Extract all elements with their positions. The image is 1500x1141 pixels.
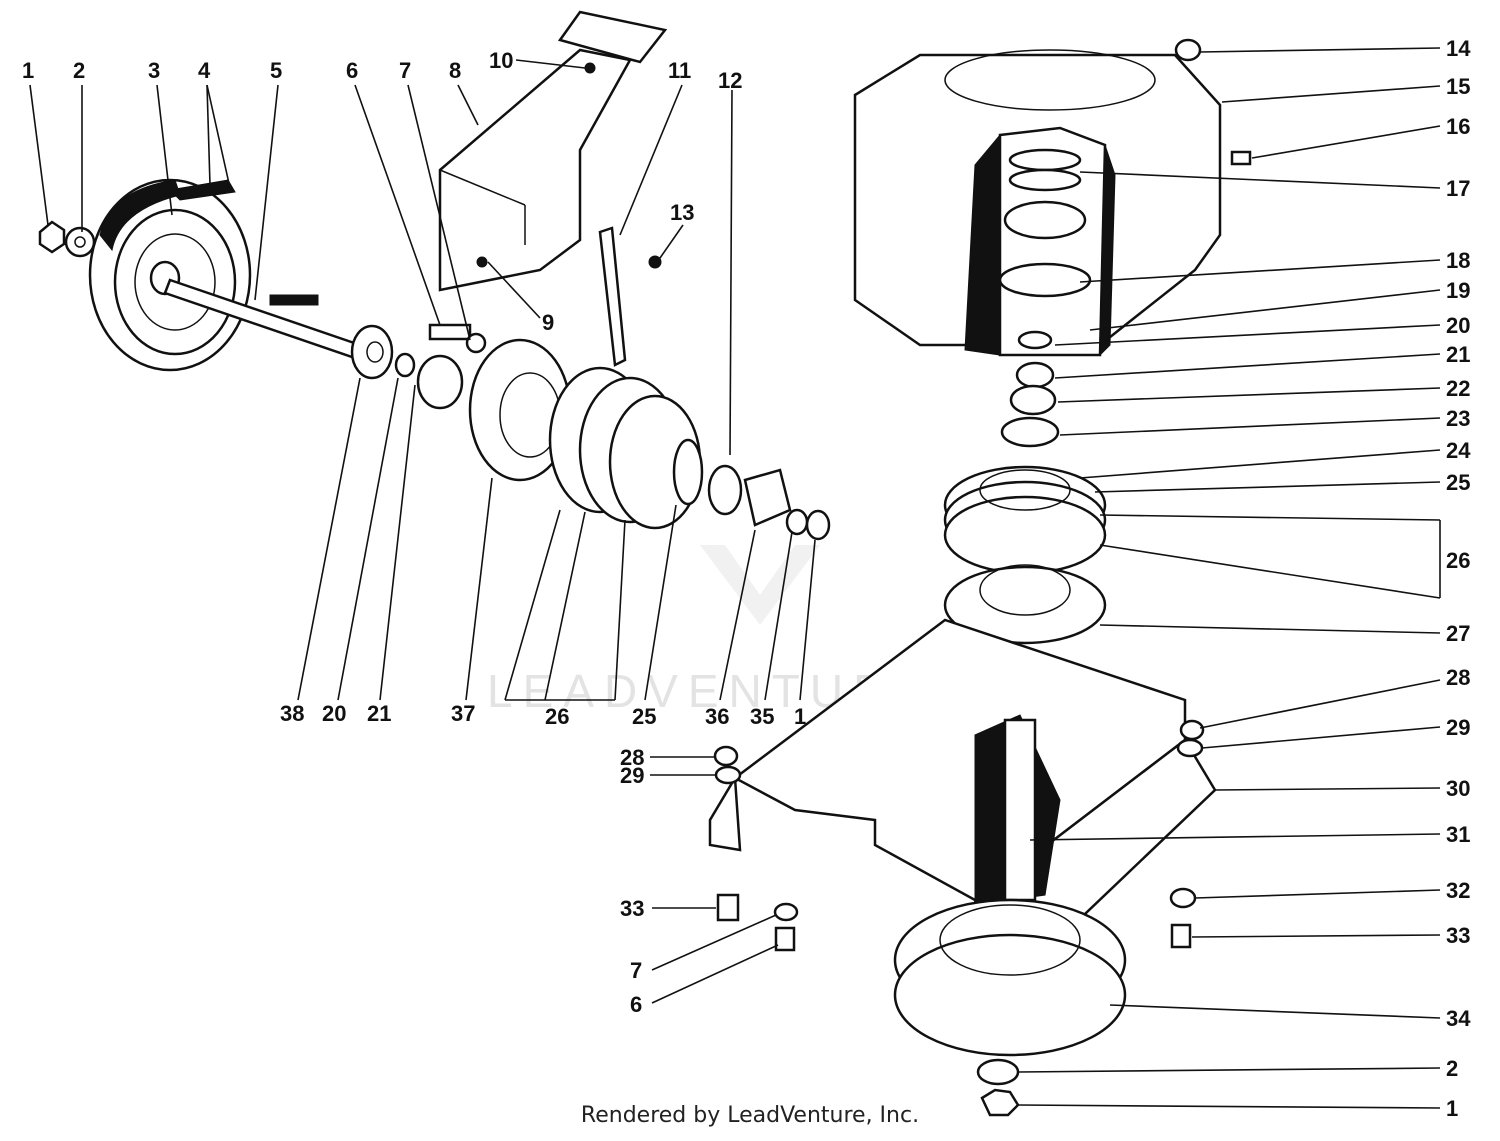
callout-labels: 1 2 3 4 5 6 7 8 10 11 12 13 9 38 20 21 3… <box>22 36 1471 1121</box>
callout-6-bolt: 6 <box>346 58 358 83</box>
callout-1-nut-left: 1 <box>794 704 806 729</box>
watermark-logo <box>700 545 820 625</box>
callout-4-belt: 4 <box>198 58 211 83</box>
callout-33-right: 33 <box>1446 923 1470 948</box>
callout-36: 36 <box>705 704 729 729</box>
callout-9: 9 <box>542 310 554 335</box>
callout-2-bottom: 2 <box>1446 1056 1458 1081</box>
callout-29-left: 29 <box>620 763 644 788</box>
callout-24: 24 <box>1446 438 1471 463</box>
callout-31: 31 <box>1446 822 1470 847</box>
callout-16: 16 <box>1446 114 1470 139</box>
callout-32: 32 <box>1446 878 1470 903</box>
gearbox-assembly <box>853 38 1252 707</box>
callout-13: 13 <box>670 200 694 225</box>
callout-17: 17 <box>1446 176 1470 201</box>
callout-35: 35 <box>750 704 774 729</box>
callout-23: 23 <box>1446 406 1470 431</box>
callout-19: 19 <box>1446 278 1470 303</box>
callout-21-right: 21 <box>1446 342 1470 367</box>
callout-27: 27 <box>1446 621 1470 646</box>
callout-18: 18 <box>1446 248 1470 273</box>
callout-20: 20 <box>322 701 346 726</box>
callout-1-nut: 1 <box>22 58 34 83</box>
callout-20-right: 20 <box>1446 313 1470 338</box>
callout-25-right: 25 <box>1446 470 1470 495</box>
callout-37-housing: 37 <box>451 701 475 726</box>
callout-3-pulley: 3 <box>148 58 160 83</box>
callout-25: 25 <box>632 704 656 729</box>
callout-7-lower: 7 <box>630 958 642 983</box>
callout-33-left: 33 <box>620 896 644 921</box>
callout-34-pulley: 34 <box>1446 1006 1471 1031</box>
callout-1-bottom: 1 <box>1446 1096 1458 1121</box>
callout-14: 14 <box>1446 36 1471 61</box>
callout-30-plate: 30 <box>1446 776 1470 801</box>
callout-26-right: 26 <box>1446 548 1470 573</box>
callout-38: 38 <box>280 701 304 726</box>
gear-shield <box>438 10 668 292</box>
callout-7-washer: 7 <box>399 58 411 83</box>
callout-2-washer: 2 <box>73 58 85 83</box>
callout-5-shaft: 5 <box>270 58 282 83</box>
callout-11-bracket: 11 <box>668 58 691 83</box>
lower-pulley <box>893 898 1127 1117</box>
callout-28-left: 28 <box>620 745 644 770</box>
callout-28-right: 28 <box>1446 665 1470 690</box>
callout-8-shield: 8 <box>449 58 461 83</box>
callout-29-right: 29 <box>1446 715 1470 740</box>
callout-10: 10 <box>489 48 513 73</box>
callout-22: 22 <box>1446 376 1470 401</box>
callout-12: 12 <box>718 68 742 93</box>
callout-21: 21 <box>367 701 391 726</box>
leader-lines <box>29 47 1441 1109</box>
footer-credit: Rendered by LeadVenture, Inc. <box>580 1103 920 1128</box>
callout-15-gear-case: 15 <box>1446 74 1470 99</box>
drive-pulley-assembly <box>38 178 831 541</box>
callout-6-lower: 6 <box>630 992 642 1017</box>
callout-26-shims: 26 <box>545 704 569 729</box>
bracket <box>598 226 662 367</box>
